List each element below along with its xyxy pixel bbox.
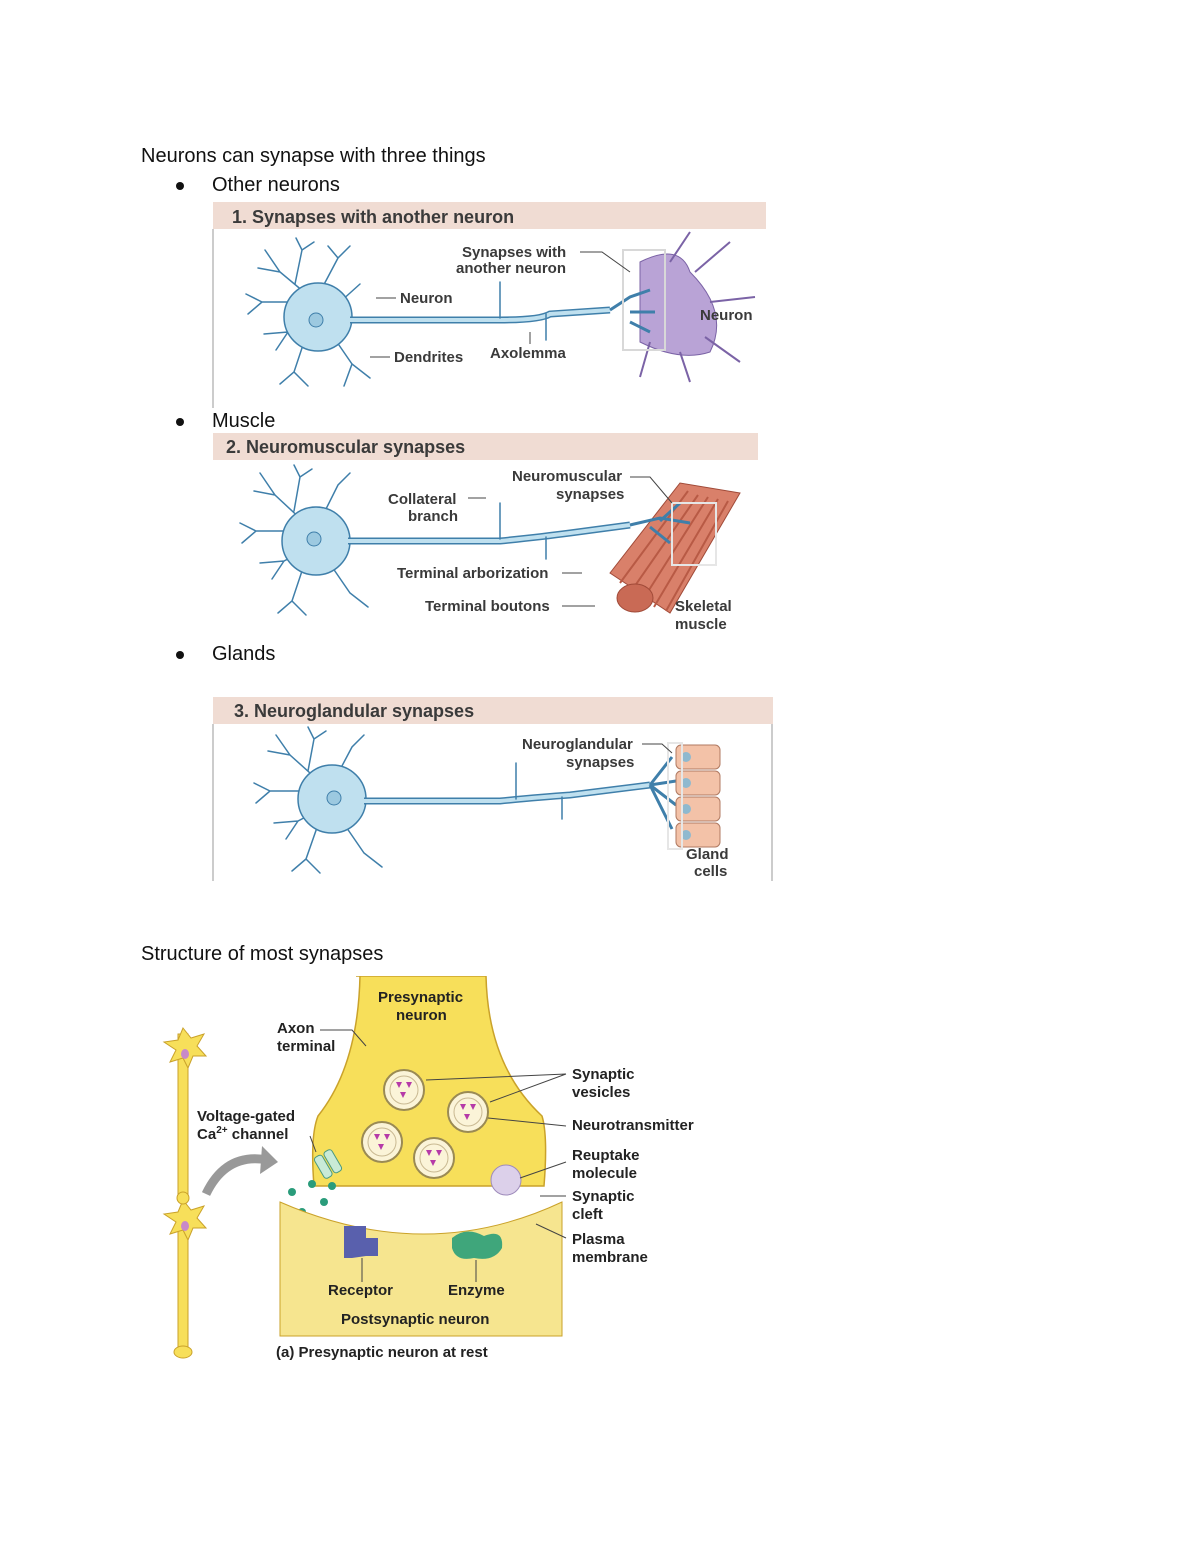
label-another-neuron: another neuron: [456, 260, 566, 277]
synapse-highlight-box: [622, 249, 666, 351]
label-axolemma: Axolemma: [490, 345, 567, 362]
figure-neuroglandular-synapses: 3. Neuroglandular synapses Neuroglandula…: [210, 697, 774, 881]
label-synaptic-vesicles: Synaptic: [572, 1066, 635, 1083]
label-terminal-arborization: Terminal arborization: [397, 565, 548, 582]
figure-synapse-structure: Presynaptic neuron Axon terminal Voltage…: [156, 976, 716, 1366]
axon: [348, 521, 631, 545]
figure-header-band: [213, 697, 773, 724]
label-skeletal: Skeletal: [675, 598, 732, 615]
label-synaptic-cleft: Synaptic: [572, 1188, 635, 1205]
label-cleft: cleft: [572, 1206, 603, 1223]
label-neurotransmitter: Neurotransmitter: [572, 1117, 694, 1134]
label-neuron-right: Neuron: [700, 307, 753, 324]
label-muscle: muscle: [675, 616, 727, 633]
gland-cells: [675, 744, 721, 848]
label-molecule: molecule: [572, 1165, 637, 1182]
dendrites-left: [253, 726, 383, 874]
label-neuron: neuron: [396, 1007, 447, 1024]
skeletal-muscle-bundle: [609, 482, 741, 614]
zoom-arrow: [201, 1154, 269, 1197]
nucleus: [306, 531, 322, 547]
neuron-chain: [162, 1027, 208, 1359]
bullet-dot: [176, 182, 184, 190]
enzyme: [452, 1231, 503, 1259]
label-terminal-boutons: Terminal boutons: [425, 598, 550, 615]
synapse-highlight-box: [667, 742, 683, 850]
label-axon: Axon: [277, 1020, 315, 1037]
label-enzyme: Enzyme: [448, 1282, 505, 1299]
label-receptor: Receptor: [328, 1282, 393, 1299]
label-synapses-with: Synapses with: [462, 244, 566, 261]
label-plasma: Plasma: [572, 1231, 625, 1248]
figure-header: 2. Neuromuscular synapses: [226, 437, 465, 457]
receptor: [344, 1226, 378, 1258]
label-presynaptic: Presynaptic: [378, 989, 463, 1006]
section-heading-synapse-targets: Neurons can synapse with three things: [141, 145, 486, 167]
neurotransmitter-molecules: [374, 1082, 476, 1166]
label-terminal: terminal: [277, 1038, 335, 1055]
reuptake-molecule: [490, 1164, 522, 1196]
label-neuron-left: Neuron: [400, 290, 453, 307]
label-vesicles: vesicles: [572, 1084, 630, 1101]
figure-header: 3. Neuroglandular synapses: [234, 701, 474, 721]
bullet-muscle: Muscle: [212, 410, 276, 432]
label-voltage-gated: Voltage-gated: [197, 1108, 295, 1125]
bullet-glands: Glands: [212, 643, 276, 665]
label-dendrites: Dendrites: [394, 349, 463, 366]
bullet-other-neurons: Other neurons: [212, 174, 340, 196]
figure-header: 1. Synapses with another neuron: [232, 207, 514, 227]
nucleus: [308, 312, 324, 328]
label-gland: Gland: [686, 846, 729, 863]
nucleus: [326, 790, 342, 806]
dendrites-left: [239, 464, 369, 616]
synapse-highlight-box: [671, 502, 717, 566]
label-membrane: membrane: [572, 1249, 648, 1266]
figure-neuromuscular-synapses: 2. Neuromuscular synapses Collateral bra…: [210, 433, 766, 633]
label-postsynaptic-neuron: Postsynaptic neuron: [341, 1311, 489, 1328]
label-synapses: synapses: [566, 754, 634, 771]
label-reuptake: Reuptake: [572, 1147, 640, 1164]
figure-header-band: [213, 433, 758, 460]
bullet-dot: [176, 418, 184, 426]
label-collateral: Collateral: [388, 491, 456, 508]
label-neuroglandular: Neuroglandular: [522, 736, 633, 753]
voltage-gated-ca-channel: [313, 1149, 343, 1179]
label-neuromuscular: Neuromuscular: [512, 468, 622, 485]
label-branch: branch: [408, 508, 458, 525]
label-cells: cells: [694, 863, 727, 880]
figure-caption: (a) Presynaptic neuron at rest: [276, 1344, 488, 1361]
section-heading-synapse-structure: Structure of most synapses: [141, 943, 384, 965]
label-ca-channel: Ca2+ channel: [197, 1125, 288, 1143]
figure-synapses-with-neuron: 1. Synapses with another neuron Synapses…: [210, 202, 766, 408]
bullet-dot: [176, 651, 184, 659]
figure-header-band: [213, 202, 766, 229]
label-synapses: synapses: [556, 486, 624, 503]
target-neuron: [609, 231, 756, 383]
